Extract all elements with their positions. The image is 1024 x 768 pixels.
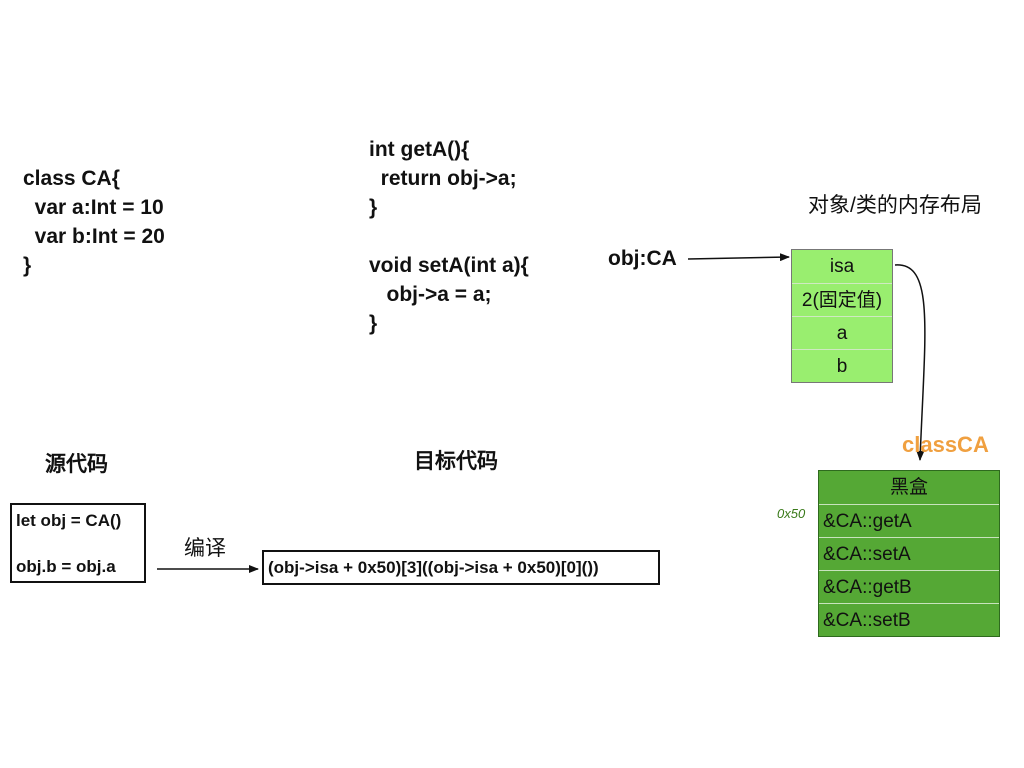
source-code-line: var a:Int = 10 xyxy=(23,196,164,219)
vtable-entry-setA: &CA::setA xyxy=(819,537,999,570)
compile-label: 编译 xyxy=(184,537,226,560)
memory-cell-a: a xyxy=(792,316,892,349)
isa-to-class-arrow xyxy=(894,264,926,461)
vtable-entry-getA: &CA::getA xyxy=(819,504,999,537)
vtable-entry-getB: &CA::getB xyxy=(819,570,999,603)
source-code-line: var b:Int = 20 xyxy=(23,225,165,248)
usage-code-line: let obj = CA() xyxy=(16,511,122,530)
target-code-line: } xyxy=(369,196,378,219)
target-code-caption: 目标代码 xyxy=(414,450,498,473)
object-memory-table: isa 2(固定值) a b xyxy=(791,249,893,383)
target-code-block: int getA(){ return obj->a; } void setA(i… xyxy=(369,135,529,338)
target-code-line: void setA(int a){ xyxy=(369,254,529,277)
usage-code-line: obj.b = obj.a xyxy=(16,557,116,576)
class-label: classCA xyxy=(902,432,989,457)
compiled-result-box: (obj->isa + 0x50)[3]((obj->isa + 0x50)[0… xyxy=(262,550,660,585)
memory-cell-isa: isa xyxy=(792,250,892,283)
object-pointer-arrow xyxy=(687,253,790,262)
memory-layout-title: 对象/类的内存布局 xyxy=(808,194,982,217)
target-code-line: obj->a = a; xyxy=(369,283,492,306)
compiled-result-text: (obj->isa + 0x50)[3]((obj->isa + 0x50)[0… xyxy=(268,558,599,577)
target-code-line xyxy=(369,222,529,251)
memory-cell-b: b xyxy=(792,349,892,382)
class-vtable: 黑盒 &CA::getA &CA::setA &CA::getB &CA::se… xyxy=(818,470,1000,637)
target-code-line: return obj->a; xyxy=(369,167,517,190)
memory-cell-fixed-value: 2(固定值) xyxy=(792,283,892,316)
source-code-caption: 源代码 xyxy=(45,453,108,476)
vtable-entry-setB: &CA::setB xyxy=(819,603,999,636)
vtable-header: 黑盒 xyxy=(819,471,999,504)
target-code-line: } xyxy=(369,312,378,335)
object-label: obj:CA xyxy=(608,247,677,270)
target-code-line: int getA(){ xyxy=(369,138,470,161)
vtable-offset-label: 0x50 xyxy=(777,506,806,521)
usage-code-box: let obj = CA() obj.b = obj.a xyxy=(10,503,146,583)
usage-code-line xyxy=(16,531,144,551)
source-code-line: } xyxy=(23,254,32,277)
source-code-block: class CA{ var a:Int = 10 var b:Int = 20 … xyxy=(23,164,165,280)
source-code-line: class CA{ xyxy=(23,167,120,190)
